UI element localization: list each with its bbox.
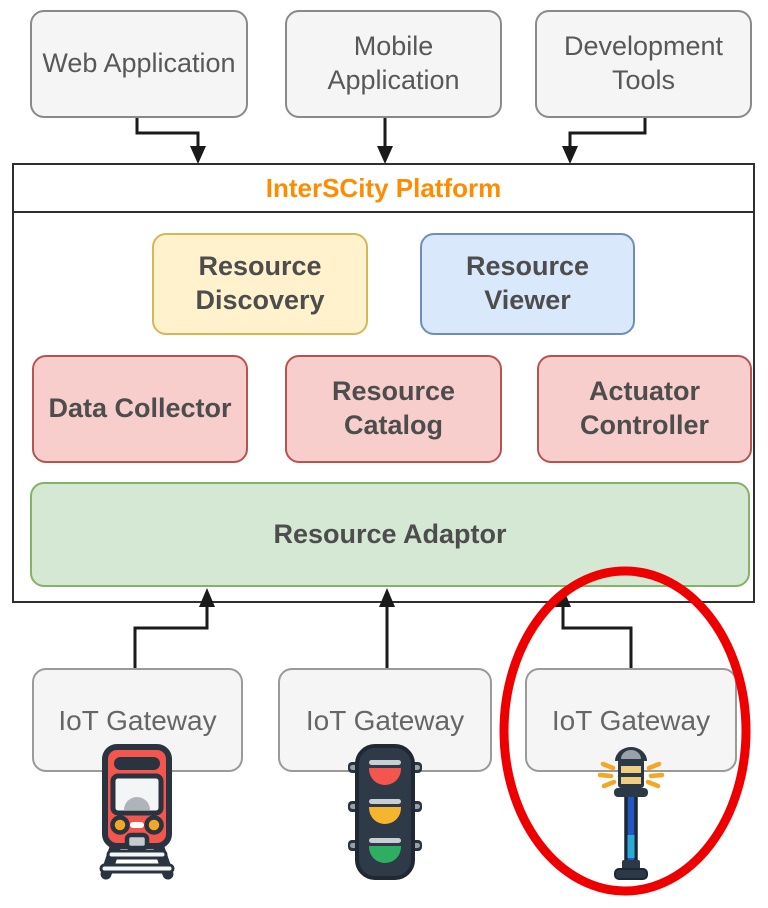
resource-viewer-label: Resource Viewer <box>465 251 590 315</box>
iot-gateway-street-lamp-box: IoT Gateway <box>525 668 737 772</box>
data-collector-box: Data Collector <box>32 355 248 463</box>
iot-gateway-tram-label: IoT Gateway <box>58 704 217 736</box>
resource-adaptor-box: Resource Adaptor <box>30 482 750 587</box>
actuator-controller-label: Actuator Controller <box>579 376 709 440</box>
development-tools-label: Development Tools <box>563 31 724 95</box>
development-tools-box: Development Tools <box>535 10 752 118</box>
resource-discovery-box: Resource Discovery <box>152 233 368 335</box>
iot-gateway-street-lamp-label: IoT Gateway <box>551 704 711 736</box>
resource-adaptor-label: Resource Adaptor <box>273 518 507 549</box>
data-collector-label: Data Collector <box>48 393 232 424</box>
web-application-label: Web Application <box>42 48 236 79</box>
resource-viewer-box: Resource Viewer <box>420 233 635 335</box>
mobile-application-label: Mobile Application <box>327 31 460 95</box>
platform-title: InterSCity Platform <box>265 172 502 203</box>
arrow-gateway1-to-platform <box>133 606 209 668</box>
iot-gateway-tram-box: IoT Gateway <box>32 668 243 772</box>
arrow-gateway3-to-platform <box>561 606 633 668</box>
arrow-devtools-to-platform <box>568 118 647 147</box>
actuator-controller-box: Actuator Controller <box>537 355 752 463</box>
arrowhead-down-2 <box>377 146 393 164</box>
arrowhead-down-1 <box>190 146 206 164</box>
web-application-box: Web Application <box>30 10 248 118</box>
iot-gateway-traffic-light-box: IoT Gateway <box>278 668 492 772</box>
resource-catalog-box: Resource Catalog <box>285 355 502 463</box>
resource-catalog-label: Resource Catalog <box>331 376 456 440</box>
arrow-web-to-platform <box>135 118 200 147</box>
iot-gateway-traffic-light-label: IoT Gateway <box>305 704 465 736</box>
resource-discovery-label: Resource Discovery <box>195 251 325 315</box>
mobile-application-box: Mobile Application <box>285 10 502 118</box>
arrowhead-down-3 <box>562 146 578 164</box>
platform-header: InterSCity Platform <box>14 165 753 213</box>
